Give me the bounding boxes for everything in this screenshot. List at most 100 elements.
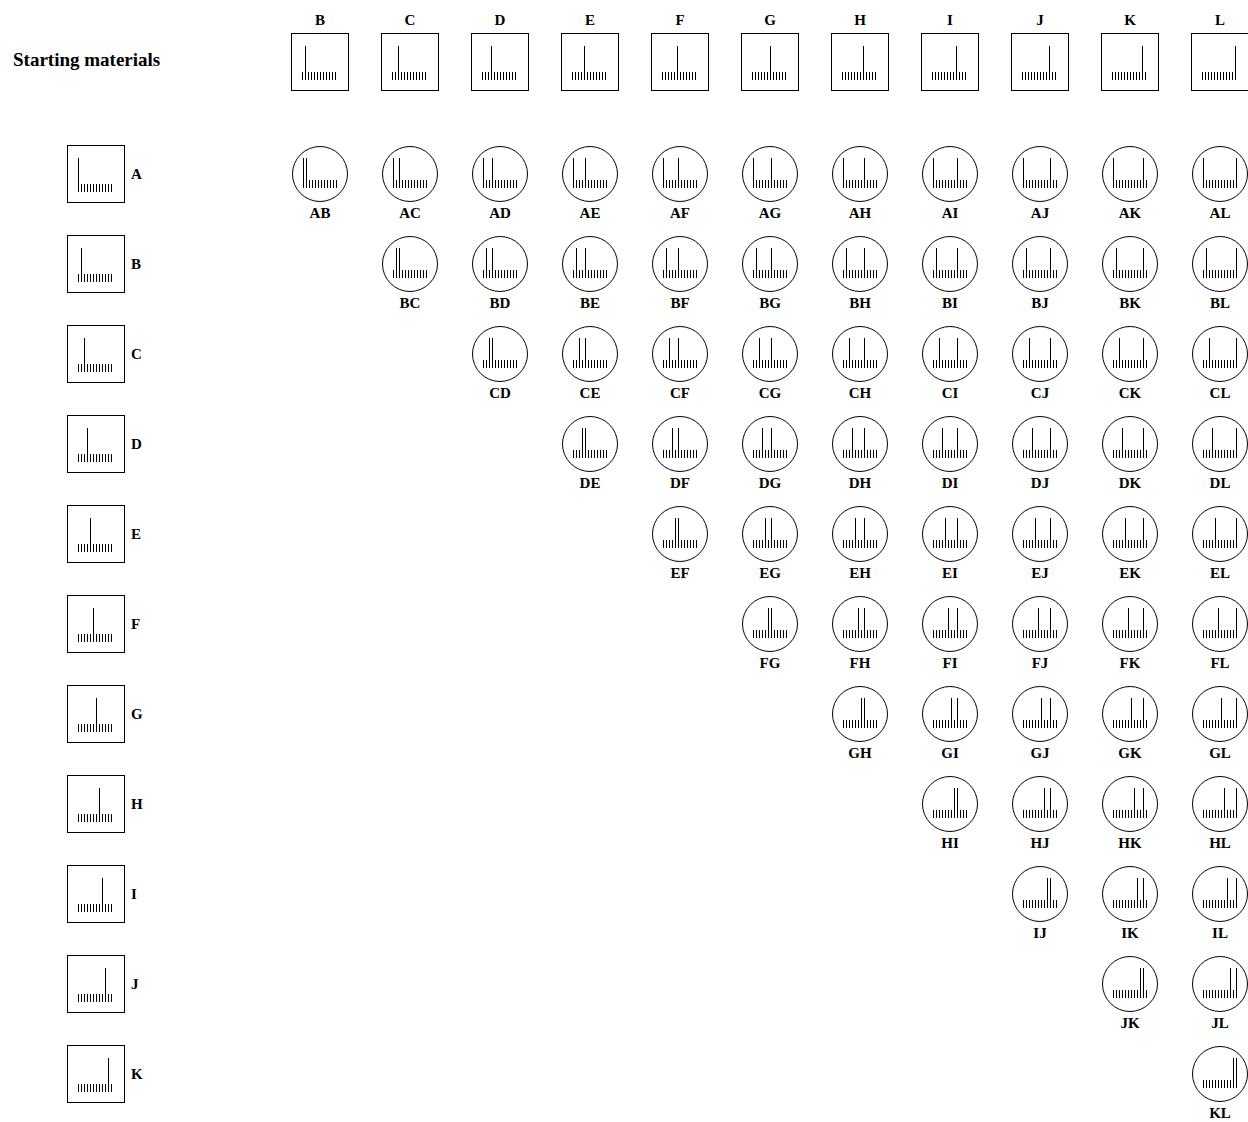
circle-outline xyxy=(1012,146,1068,202)
spectrum-glyph xyxy=(1012,686,1068,742)
spectrum-glyph xyxy=(1192,416,1248,472)
circle-outline xyxy=(1012,326,1068,382)
material-letter: K xyxy=(1124,12,1136,29)
spectrum-glyph xyxy=(68,236,124,292)
circle-outline xyxy=(832,506,888,562)
spectrum-glyph xyxy=(1192,1046,1248,1102)
spectrum-glyph xyxy=(1102,956,1158,1012)
spectrum-glyph xyxy=(652,34,708,90)
product-circle: AJ xyxy=(1012,146,1068,202)
circle-outline xyxy=(1102,146,1158,202)
spectrum-glyph xyxy=(922,596,978,652)
product-label: AH xyxy=(849,205,872,222)
product-circle: GJ xyxy=(1012,686,1068,742)
product-label: GL xyxy=(1209,745,1231,762)
product-label: BF xyxy=(670,295,689,312)
spectrum-glyph xyxy=(68,776,124,832)
spectrum-glyph xyxy=(1102,416,1158,472)
material-letter: I xyxy=(947,12,953,29)
product-circle: DJ xyxy=(1012,416,1068,472)
product-label: EK xyxy=(1119,565,1141,582)
product-circle: EJ xyxy=(1012,506,1068,562)
spectrum-glyph xyxy=(1192,34,1248,90)
spectrum-glyph xyxy=(742,34,798,90)
product-label: CD xyxy=(489,385,511,402)
product-label: AC xyxy=(399,205,421,222)
circle-outline xyxy=(1192,866,1248,922)
circle-outline xyxy=(1192,776,1248,832)
spectrum-glyph xyxy=(472,34,528,90)
spectrum-glyph xyxy=(1192,956,1248,1012)
product-label: BE xyxy=(580,295,600,312)
product-circle: AE xyxy=(562,146,618,202)
material-box: F xyxy=(651,33,709,91)
product-label: AB xyxy=(310,205,331,222)
product-circle: DL xyxy=(1192,416,1248,472)
circle-outline xyxy=(832,326,888,382)
product-circle: HK xyxy=(1102,776,1158,832)
circle-outline xyxy=(922,776,978,832)
material-letter: E xyxy=(131,526,141,543)
spectrum-glyph xyxy=(562,236,618,292)
spectrum-glyph xyxy=(1012,416,1068,472)
material-letter: F xyxy=(131,616,140,633)
product-circle: CF xyxy=(652,326,708,382)
product-label: AJ xyxy=(1031,205,1049,222)
spectrum-glyph xyxy=(832,506,888,562)
material-box: J xyxy=(1011,33,1069,91)
product-label: BH xyxy=(849,295,871,312)
product-circle: AH xyxy=(832,146,888,202)
circle-outline xyxy=(1192,146,1248,202)
circle-outline xyxy=(1012,416,1068,472)
circle-outline xyxy=(922,236,978,292)
circle-outline xyxy=(832,416,888,472)
product-circle: GI xyxy=(922,686,978,742)
product-circle: AF xyxy=(652,146,708,202)
product-label: DG xyxy=(759,475,782,492)
product-label: KL xyxy=(1209,1105,1231,1122)
product-circle: EL xyxy=(1192,506,1248,562)
spectrum-glyph xyxy=(382,236,438,292)
circle-outline xyxy=(1102,596,1158,652)
spectrum-glyph xyxy=(68,326,124,382)
spectrum-glyph xyxy=(472,236,528,292)
circle-outline xyxy=(1192,1046,1248,1102)
circle-outline xyxy=(922,596,978,652)
product-label: EH xyxy=(849,565,871,582)
spectrum-glyph xyxy=(1192,236,1248,292)
product-label: EL xyxy=(1210,565,1230,582)
spectrum-glyph xyxy=(1192,146,1248,202)
spectrum-glyph xyxy=(68,956,124,1012)
product-label: AG xyxy=(759,205,782,222)
product-label: BL xyxy=(1210,295,1230,312)
product-label: AI xyxy=(942,205,959,222)
product-label: CI xyxy=(942,385,959,402)
product-label: JK xyxy=(1120,1015,1139,1032)
spectrum-glyph xyxy=(1012,506,1068,562)
material-box: I xyxy=(921,33,979,91)
material-box: H xyxy=(67,775,125,833)
product-circle: CK xyxy=(1102,326,1158,382)
product-circle: FJ xyxy=(1012,596,1068,652)
product-circle: BL xyxy=(1192,236,1248,292)
material-box: A xyxy=(67,145,125,203)
spectrum-glyph xyxy=(1102,326,1158,382)
circle-outline xyxy=(1012,236,1068,292)
product-label: FG xyxy=(760,655,781,672)
product-label: HJ xyxy=(1030,835,1049,852)
spectrum-glyph xyxy=(922,416,978,472)
product-circle: BJ xyxy=(1012,236,1068,292)
circle-outline xyxy=(1192,506,1248,562)
product-circle: HL xyxy=(1192,776,1248,832)
circle-outline xyxy=(472,326,528,382)
spectrum-glyph xyxy=(1102,34,1158,90)
product-circle: BF xyxy=(652,236,708,292)
product-label: AE xyxy=(580,205,601,222)
product-circle: AD xyxy=(472,146,528,202)
spectrum-glyph xyxy=(1192,866,1248,922)
product-circle: EK xyxy=(1102,506,1158,562)
spectrum-glyph xyxy=(1102,866,1158,922)
circle-outline xyxy=(742,146,798,202)
product-circle: DH xyxy=(832,416,888,472)
product-label: BJ xyxy=(1031,295,1049,312)
